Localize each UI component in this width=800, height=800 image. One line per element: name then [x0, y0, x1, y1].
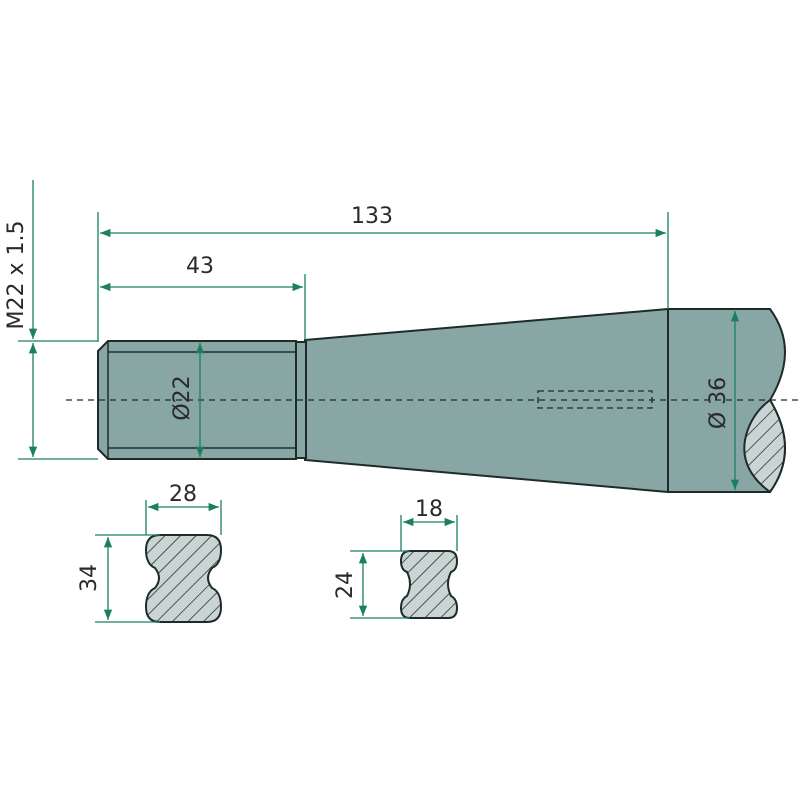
tine-body [66, 307, 800, 494]
shaft-diameter-label: Ø 36 [706, 377, 731, 429]
profile-small: 18 24 [333, 497, 459, 619]
profile-small-width: 18 [415, 497, 443, 522]
shaft-section [743, 398, 786, 494]
thread-spec-label: M22 x 1.5 [4, 221, 29, 330]
thread-diameter-label: Ø22 [170, 375, 195, 420]
overall-length-label: 133 [351, 204, 393, 229]
dimensions: 133 43 M22 x 1.5 Ø22 Ø 36 [4, 180, 740, 490]
profile-small-height: 24 [333, 571, 358, 599]
thread-length-label: 43 [186, 254, 214, 279]
profile-large-height: 34 [77, 564, 102, 592]
profile-large-width: 28 [169, 482, 197, 507]
profile-large: 28 34 [77, 482, 223, 623]
